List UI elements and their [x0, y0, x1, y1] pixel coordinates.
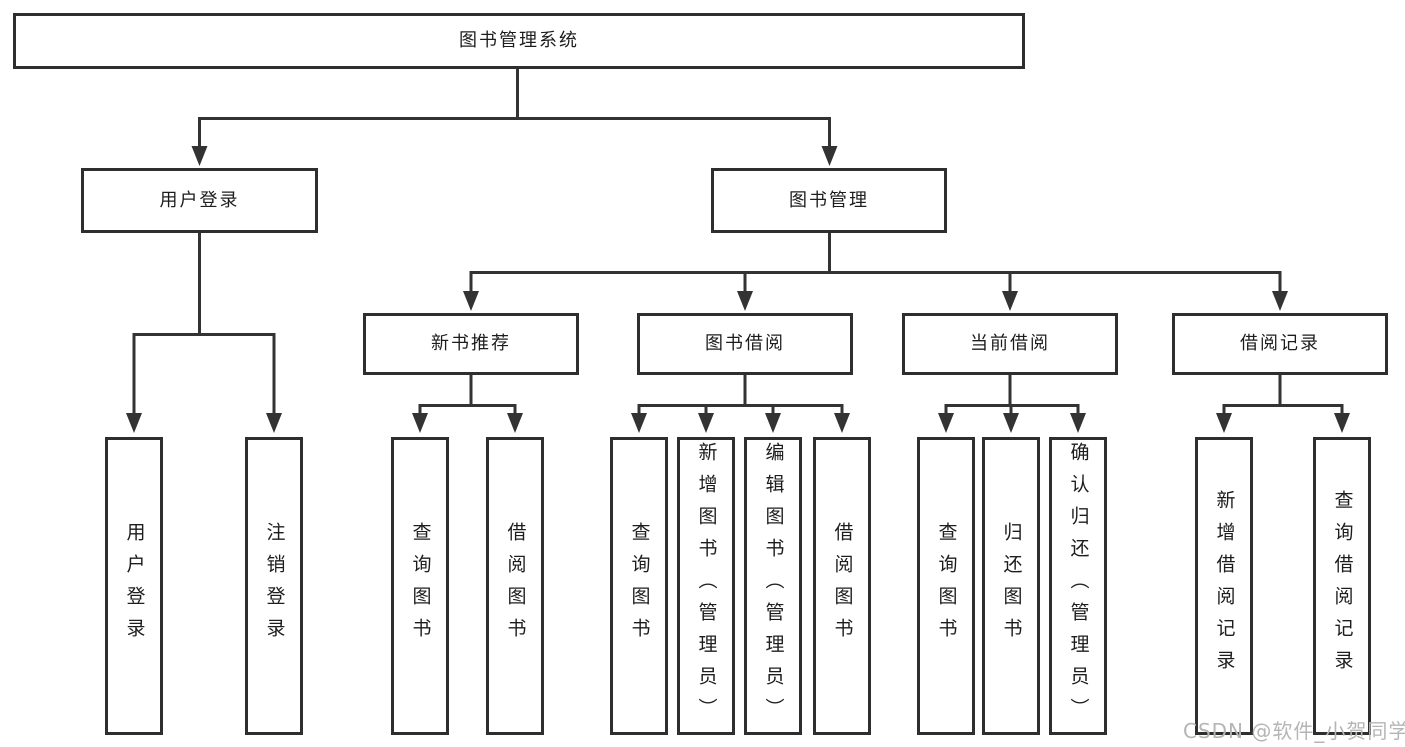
leaf-borrow-add-books-admin: 新增图书（管理员）: [677, 437, 735, 735]
node-root: 图书管理系统: [13, 13, 1025, 69]
leaf-borrow-borrow-books-label: 借阅图书: [831, 522, 854, 650]
leaf-borrow-query-books-label: 查询图书: [628, 522, 651, 650]
leaf-records-add-record-label: 新增借阅记录: [1213, 490, 1236, 682]
leaf-recommend-borrow-books: 借阅图书: [486, 437, 544, 735]
node-book-management-label: 图书管理: [789, 189, 869, 211]
leaf-borrow-add-books-admin-label: 新增图书（管理员）: [695, 442, 718, 730]
node-new-book-recommend: 新书推荐: [363, 313, 579, 375]
leaf-user-login-label: 用户登录: [123, 522, 146, 650]
watermark: CSDN @软件_小贺同学: [1183, 719, 1405, 743]
leaf-borrow-query-books: 查询图书: [610, 437, 668, 735]
leaf-current-query-books-label: 查询图书: [935, 522, 958, 650]
leaf-current-confirm-return-admin: 确认归还（管理员）: [1049, 437, 1107, 735]
leaf-records-add-record: 新增借阅记录: [1195, 437, 1253, 735]
leaf-current-return-books-label: 归还图书: [1000, 522, 1023, 650]
leaf-recommend-borrow-books-label: 借阅图书: [504, 522, 527, 650]
node-new-book-recommend-label: 新书推荐: [431, 333, 511, 355]
node-current-borrow-label: 当前借阅: [970, 333, 1050, 355]
leaf-logout: 注销登录: [245, 437, 303, 735]
node-book-borrow: 图书借阅: [637, 313, 853, 375]
leaf-borrow-edit-books-admin-label: 编辑图书（管理员）: [762, 442, 785, 730]
leaf-borrow-edit-books-admin: 编辑图书（管理员）: [744, 437, 802, 735]
leaf-current-query-books: 查询图书: [917, 437, 975, 735]
leaf-borrow-borrow-books: 借阅图书: [813, 437, 871, 735]
node-book-management: 图书管理: [711, 168, 947, 233]
node-borrow-records: 借阅记录: [1172, 313, 1388, 375]
leaf-records-query-record-label: 查询借阅记录: [1331, 490, 1354, 682]
leaf-recommend-query-books: 查询图书: [391, 437, 449, 735]
leaf-logout-label: 注销登录: [263, 522, 286, 650]
leaf-user-login: 用户登录: [105, 437, 163, 735]
node-current-borrow: 当前借阅: [902, 313, 1118, 375]
node-root-label: 图书管理系统: [459, 30, 579, 52]
leaf-current-return-books: 归还图书: [982, 437, 1040, 735]
node-borrow-records-label: 借阅记录: [1240, 333, 1320, 355]
node-book-borrow-label: 图书借阅: [705, 333, 785, 355]
node-user-login-label: 用户登录: [159, 189, 240, 211]
leaf-recommend-query-books-label: 查询图书: [409, 522, 432, 650]
arrowheads: [126, 146, 1350, 433]
leaf-current-confirm-return-admin-label: 确认归还（管理员）: [1067, 442, 1090, 730]
node-user-login: 用户登录: [81, 168, 318, 233]
leaf-records-query-record: 查询借阅记录: [1313, 437, 1371, 735]
